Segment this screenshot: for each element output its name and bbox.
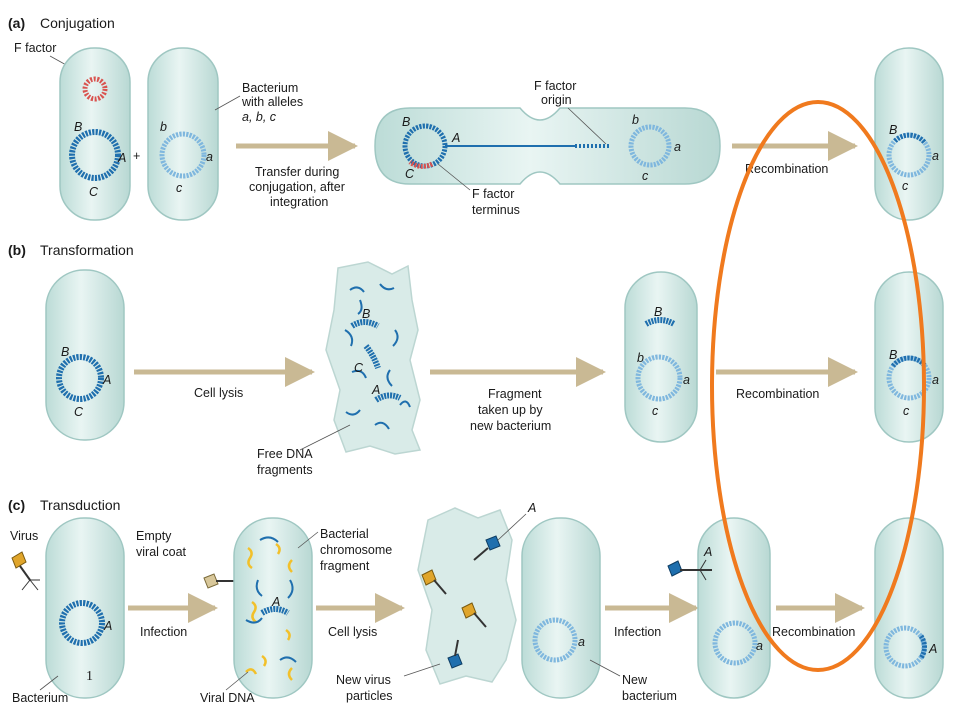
panel-a-letter: (a) [8,15,25,31]
rec-b-gene-a: a [932,373,939,387]
rec-a-gene-c: c [902,179,909,193]
new-bacterium-label: New bacterium [622,673,677,703]
newb-gene-B: B [654,305,662,319]
empty-viral-coat-label: Empty viral coat [136,529,187,559]
viral-dna-strands [245,542,293,681]
frag-gene-C: C [354,361,364,375]
panel-b-title: Transformation [40,242,134,258]
pair-gene-a: a [674,140,681,154]
fragment-label: Fragment taken up by new bacterium [470,387,551,433]
free-dna-label: Free DNA fragments [257,447,315,477]
donor-bacterium-c [45,517,125,699]
gene-A: A [117,151,126,165]
panel-transduction: (c) Transduction Virus A 1 Bacterium Inf… [8,497,944,705]
frag-gene-A: A [371,383,380,397]
pair-gene-B: B [402,115,410,129]
trans-gene-A: A [703,545,712,559]
recipient-chromosome [159,131,207,179]
pair-gene-b: b [632,113,639,127]
panel-c-title: Transduction [40,497,120,513]
cell-lysis-label-b: Cell lysis [194,386,243,400]
gene-a: a [206,150,213,164]
f-factor-terminus-label: F factor terminus [472,187,520,217]
c-gene-A: A [103,619,112,633]
pair-gene-C: C [405,167,415,181]
recombination-label-c: Recombination [772,625,855,639]
gene-c: c [176,181,183,195]
transfer-label: Transfer during conjugation, after integ… [249,165,348,209]
virus-gene-A: A [527,501,536,515]
newb-gene-c: c [652,404,659,418]
b-gene-B: B [61,345,69,359]
panel-c-letter: (c) [8,497,25,513]
virus-icon [11,551,40,591]
highlight-ellipse [710,100,926,672]
inf-gene-A: A [271,595,280,609]
injecting-virus-icon [667,559,712,581]
gene-B: B [74,120,82,134]
newc-gene-a: a [578,635,585,649]
f-factor-plasmid [82,76,108,102]
b-gene-C: C [74,405,84,419]
donor-bacterium [59,47,131,221]
pair-gene-c: c [642,169,649,183]
rec-a-gene-a: a [932,149,939,163]
viral-dna-label: Viral DNA [200,691,255,705]
recipient-bacterium [147,47,219,221]
panel-a-title: Conjugation [40,15,115,31]
new-virus-label: New virus particles [336,673,394,703]
plus-sign: + [133,149,140,163]
new-virus-particles [421,535,501,669]
donor-chromosome [69,129,121,181]
recipient-chromosome-pair [628,124,672,168]
gene-b: b [160,120,167,134]
f-factor-origin-label: F factor origin [534,79,580,107]
infected-bacterium [233,517,313,699]
panel-conjugation: (a) Conjugation F factor B A C + b a c B… [8,15,944,221]
infection-label-1: Infection [140,625,187,639]
newb-gene-b: b [637,351,644,365]
chromosome-fragment-label: Bacterial chromosome fragment [320,527,396,573]
frag-gene-B: B [362,307,370,321]
rec-b-gene-c: c [903,404,910,418]
trans-gene-a: a [756,639,763,653]
bacterium-alleles-label: Bacterium with alleles a, b, c [241,81,307,124]
newb-gene-a: a [683,373,690,387]
cell-lysis-label-c: Cell lysis [328,625,377,639]
panel-b-letter: (b) [8,242,26,258]
b-gene-A: A [102,373,111,387]
recombination-label-b: Recombination [736,387,819,401]
rec-a-gene-B: B [889,123,897,137]
f-factor-label: F factor [14,41,56,55]
new-bacterium-c [521,517,601,699]
bacterium-label-c: Bacterium [12,691,68,705]
gene-C: C [89,185,99,199]
slide-number: 1 [86,669,93,684]
virus-label: Virus [10,529,38,543]
recombination-label-a: Recombination [745,162,828,176]
rec-b-gene-B: B [889,348,897,362]
rec-c-gene-A: A [928,642,937,656]
pair-gene-A: A [451,131,460,145]
infection-label-2: Infection [614,625,661,639]
panel-transformation: (b) Transformation B A C Cell lysis B C … [8,242,944,477]
lysed-cell-c [417,507,517,685]
